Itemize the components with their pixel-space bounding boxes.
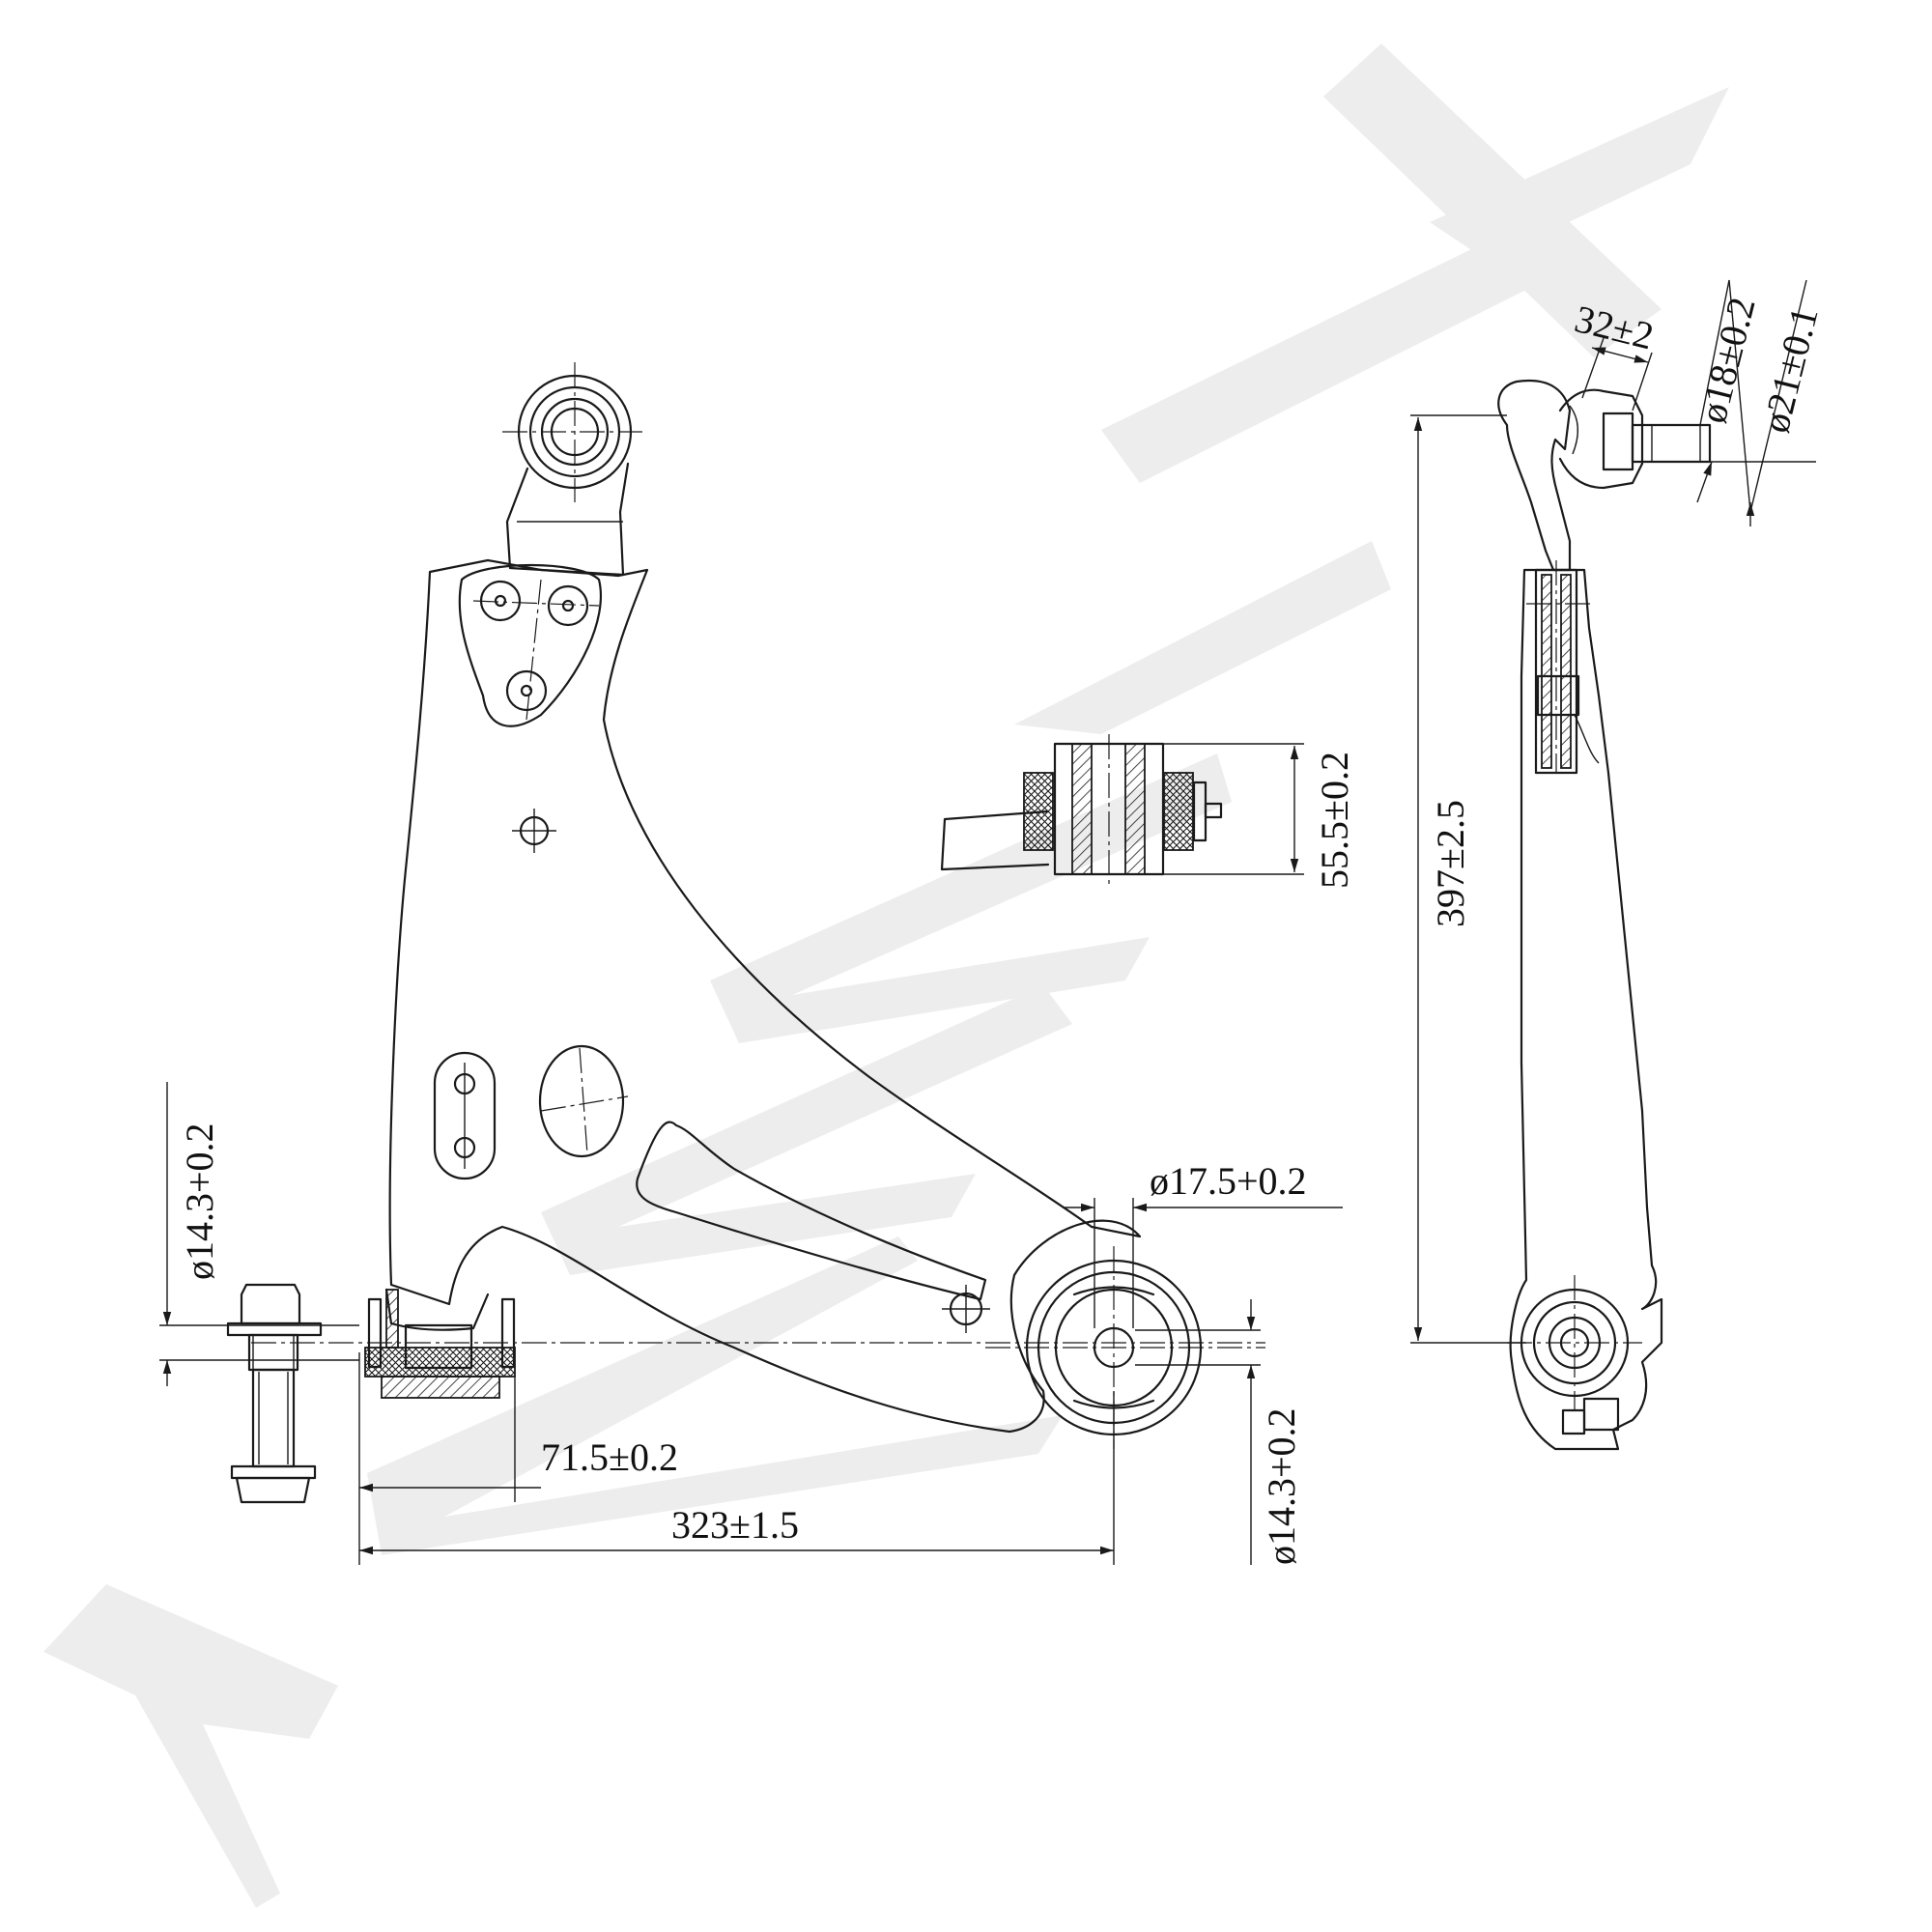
dimension-lines <box>159 279 1816 1565</box>
front-bushing-section <box>251 1288 1265 1399</box>
target-hole-upper <box>512 809 556 853</box>
oval-cutout <box>538 1044 629 1158</box>
dim-397: 397±2.5 <box>1429 800 1472 927</box>
dim-18: ø18±0.2 <box>1690 293 1764 427</box>
side-arm-profile <box>1509 568 1663 1451</box>
dim-323: 323±1.5 <box>671 1503 799 1547</box>
plate-bolt-3 <box>505 669 548 712</box>
watermark-logo <box>43 43 1729 1908</box>
control-arm-side-view <box>1497 379 1712 1451</box>
target-hole-lower <box>942 1285 990 1333</box>
slotted-hole <box>433 1051 497 1180</box>
control-arm-main-view <box>226 362 1265 1504</box>
arm-outline <box>388 558 1142 1434</box>
dim-bolt-bore-front: ø14.3+0.2 <box>178 1122 221 1280</box>
side-bushing <box>1507 1275 1642 1435</box>
dim-71-5: 71.5±0.2 <box>541 1435 678 1479</box>
three-bolt-plate <box>458 563 602 727</box>
plate-bolt-2 <box>547 584 589 627</box>
mounting-bolt <box>226 1283 323 1504</box>
web-cutout <box>636 1121 987 1301</box>
ball-joint-housing <box>1497 379 1572 572</box>
rear-bushing <box>985 1246 1265 1449</box>
dim-55-5: 55.5±0.2 <box>1313 752 1356 889</box>
dim-bolt-bore-rear: ø14.3+0.2 <box>1260 1407 1303 1565</box>
bushing-detail-view <box>940 734 1223 884</box>
top-mount-eye <box>502 362 642 577</box>
dim-17-5: ø17.5+0.2 <box>1150 1159 1307 1203</box>
dim-21: ø21±0.1 <box>1753 302 1827 437</box>
